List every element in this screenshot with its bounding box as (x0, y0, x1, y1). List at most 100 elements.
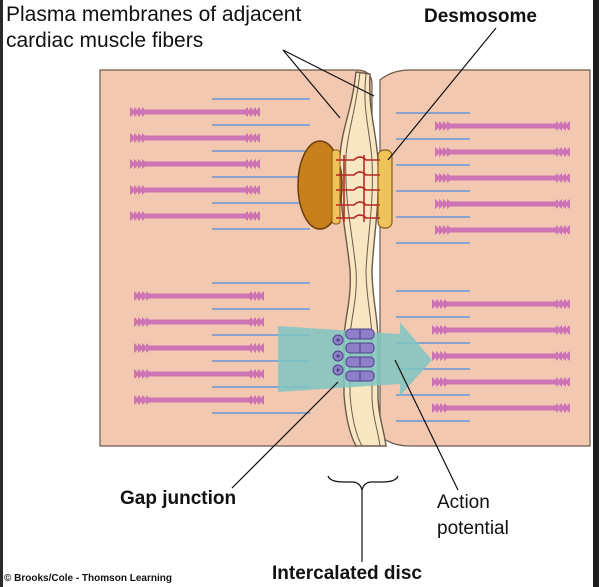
myosin-head-right (556, 299, 562, 309)
intercalated-disc-bracket (327, 475, 399, 491)
myosin-filament (435, 121, 570, 131)
gap-junction (332, 328, 375, 382)
connexon-pore (336, 368, 340, 372)
myosin-head-right (246, 133, 252, 143)
myosin-head-left (435, 225, 441, 235)
myosin-filament (432, 325, 570, 335)
desmosome-filament (336, 186, 380, 191)
myosin-head-right (552, 377, 558, 387)
myosin-shaft (146, 293, 252, 299)
myosin-head-left (440, 351, 446, 361)
myosin-head-left (443, 147, 449, 157)
myosin-head-right (560, 225, 566, 235)
action-potential-label: Action potential (437, 490, 509, 542)
myosin-head-left (447, 121, 453, 131)
myosin-head-right (250, 159, 256, 169)
myosin-head-left (432, 325, 438, 335)
myosin-head-right (254, 317, 260, 327)
myosin-head-right (556, 325, 562, 335)
myosin-head-right (254, 291, 260, 301)
desmosome (297, 140, 393, 230)
action-potential-leader (394, 359, 459, 491)
myosin-head-left (134, 133, 140, 143)
myosin-head-left (440, 377, 446, 387)
myosin-head-right (242, 133, 248, 143)
myosin-head-left (447, 147, 453, 157)
myosin-head-right (564, 351, 570, 361)
action-potential-line1: Action (437, 492, 490, 513)
myosin-head-right (242, 159, 248, 169)
myosin-shaft (447, 201, 558, 207)
myosin-head-left (436, 403, 442, 413)
desmosome-left-plaque (297, 140, 343, 230)
myosin-head-left (444, 325, 450, 335)
myosin-head-right (246, 369, 252, 379)
myosin-head-left (444, 403, 450, 413)
myosin-head-left (142, 369, 148, 379)
myosin-head-right (254, 395, 260, 405)
myosin-shaft (146, 345, 252, 351)
myosin-head-right (258, 343, 264, 353)
myosin-head-right (246, 317, 252, 327)
myosin-filament (134, 291, 264, 301)
myosin-head-right (254, 159, 260, 169)
myosin-head-left (130, 133, 136, 143)
myosin-head-right (560, 173, 566, 183)
myosin-shaft (146, 371, 252, 377)
myosin-filament (432, 377, 570, 387)
myosin-head-left (134, 291, 140, 301)
action-potential-line2: potential (437, 518, 509, 539)
myosin-head-right (560, 351, 566, 361)
myosin-head-right (250, 369, 256, 379)
myosin-head-left (138, 395, 144, 405)
myosin-shaft (146, 319, 252, 325)
myosin-head-right (250, 317, 256, 327)
myosin-head-right (560, 199, 566, 209)
myosin-head-right (258, 317, 264, 327)
myosin-filament (435, 199, 570, 209)
myosin-head-right (246, 343, 252, 353)
myosin-head-left (142, 291, 148, 301)
myosin-head-right (242, 211, 248, 221)
myosin-head-left (447, 199, 453, 209)
myosin-head-left (439, 199, 445, 209)
myosin-shaft (444, 353, 558, 359)
myosin-head-left (142, 317, 148, 327)
intercalated-disc-label: Intercalated disc (272, 563, 422, 584)
myosin-head-left (142, 107, 148, 117)
membranes-label-line1: Plasma membranes of adjacent (6, 3, 302, 26)
desmosome-leader (387, 27, 497, 161)
myosin-head-right (556, 147, 562, 157)
myosin-filament (134, 395, 264, 405)
myosin-head-left (439, 173, 445, 183)
left-border (0, 0, 3, 587)
myosin-shaft (444, 301, 558, 307)
myosin-head-right (250, 395, 256, 405)
myosin-head-left (440, 325, 446, 335)
myosin-head-left (134, 159, 140, 169)
myosin-head-right (242, 185, 248, 195)
myosin-head-right (564, 325, 570, 335)
myosin-head-right (556, 403, 562, 413)
myosin-head-left (134, 343, 140, 353)
myosin-head-right (254, 369, 260, 379)
myosin-head-right (552, 147, 558, 157)
myosin-filament (432, 403, 570, 413)
myosin-head-right (564, 225, 570, 235)
myosin-head-left (134, 107, 140, 117)
myosin-shaft (447, 123, 558, 129)
myosin-head-left (440, 403, 446, 413)
myosin-head-left (432, 377, 438, 387)
myosin-filament (435, 173, 570, 183)
myosin-head-right (254, 343, 260, 353)
myosin-head-right (254, 185, 260, 195)
myosin-head-right (556, 225, 562, 235)
myosin-head-left (130, 159, 136, 169)
desmosome-right-plaque (377, 149, 393, 229)
myosin-head-right (564, 299, 570, 309)
myosin-head-right (254, 211, 260, 221)
myosin-head-right (250, 343, 256, 353)
myosin-filament (432, 299, 570, 309)
myosin-head-left (142, 211, 148, 221)
